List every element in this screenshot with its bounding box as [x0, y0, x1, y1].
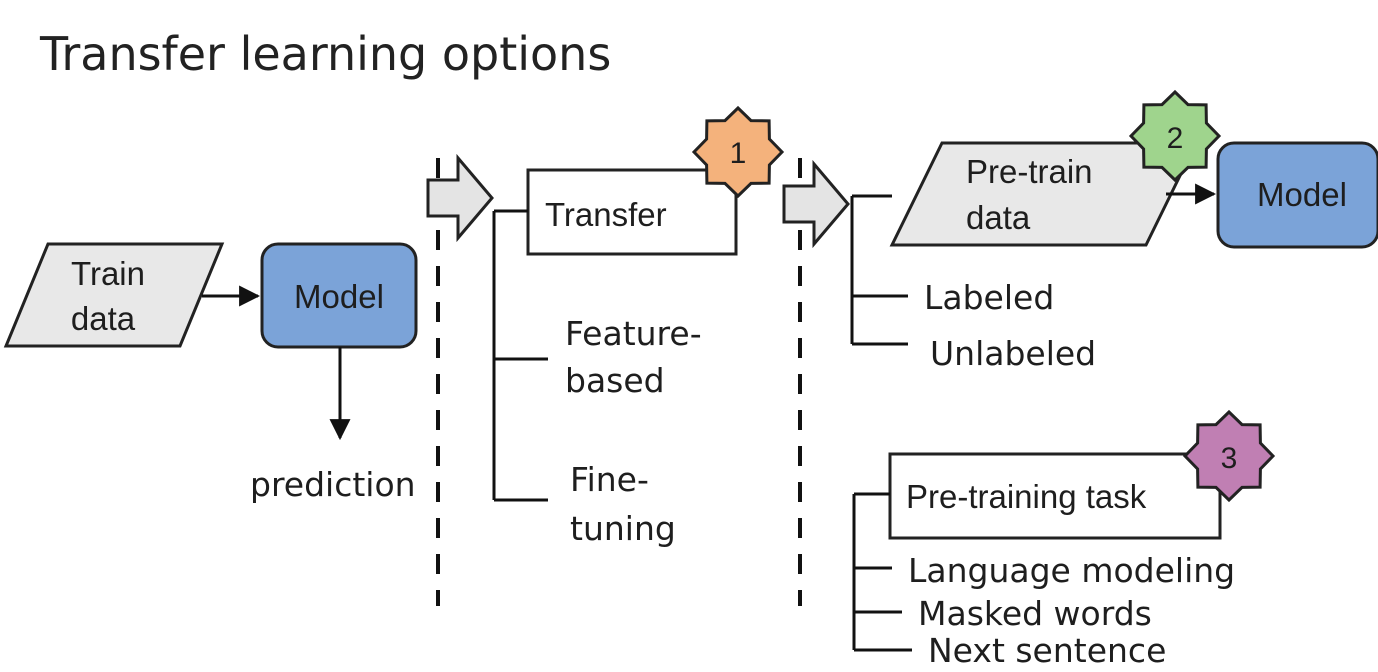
- star-badge-icon: [691, 105, 785, 199]
- pretraining-task-label: Pre-training task: [906, 478, 1147, 515]
- train-data-label-line1: Train: [71, 255, 145, 292]
- badge-2-number: 2: [1167, 122, 1184, 155]
- pretrain-data-parallelogram: [889, 141, 1199, 247]
- star-badge-icon: [1128, 89, 1222, 183]
- masked-words-label: Masked words: [918, 594, 1152, 633]
- prediction-label: prediction: [250, 465, 416, 504]
- feature-based-label-line1: Feature-: [565, 314, 702, 353]
- star-badge-icon: [1182, 409, 1276, 503]
- right-section: Pre-train data Model 2 Labeled Unlabeled…: [850, 89, 1378, 670]
- train-data-label-line2: data: [71, 300, 136, 337]
- fine-tuning-label-line2: tuning: [570, 509, 676, 548]
- left-section: Train data Model prediction: [3, 242, 418, 504]
- model-box-right: [1216, 141, 1378, 249]
- language-modeling-label: Language modeling: [908, 551, 1235, 590]
- train-data-parallelogram: [3, 242, 225, 348]
- pretrain-data-label-line1: Pre-train: [966, 153, 1093, 190]
- transfer-box: [526, 168, 738, 256]
- pretrain-data-label-line2: data: [966, 199, 1031, 236]
- middle-section: Transfer Feature- based Fine- tuning 1: [492, 105, 785, 548]
- feature-based-label-line2: based: [565, 361, 665, 400]
- block-arrow-icon: [782, 159, 850, 249]
- model-label-left: Model: [294, 278, 384, 315]
- block-arrow-icon: [426, 153, 494, 243]
- fine-tuning-label-line1: Fine-: [570, 460, 649, 499]
- labeled-label: Labeled: [924, 278, 1054, 317]
- badge-1-number: 1: [730, 137, 747, 170]
- next-sentence-label: Next sentence: [928, 631, 1166, 670]
- transfer-label: Transfer: [545, 196, 667, 233]
- pretraining-task-box: [888, 452, 1222, 540]
- unlabeled-label: Unlabeled: [930, 334, 1096, 373]
- model-label-right: Model: [1257, 176, 1347, 213]
- badge-3-number: 3: [1221, 442, 1238, 475]
- slide-title: Transfer learning options: [39, 27, 611, 81]
